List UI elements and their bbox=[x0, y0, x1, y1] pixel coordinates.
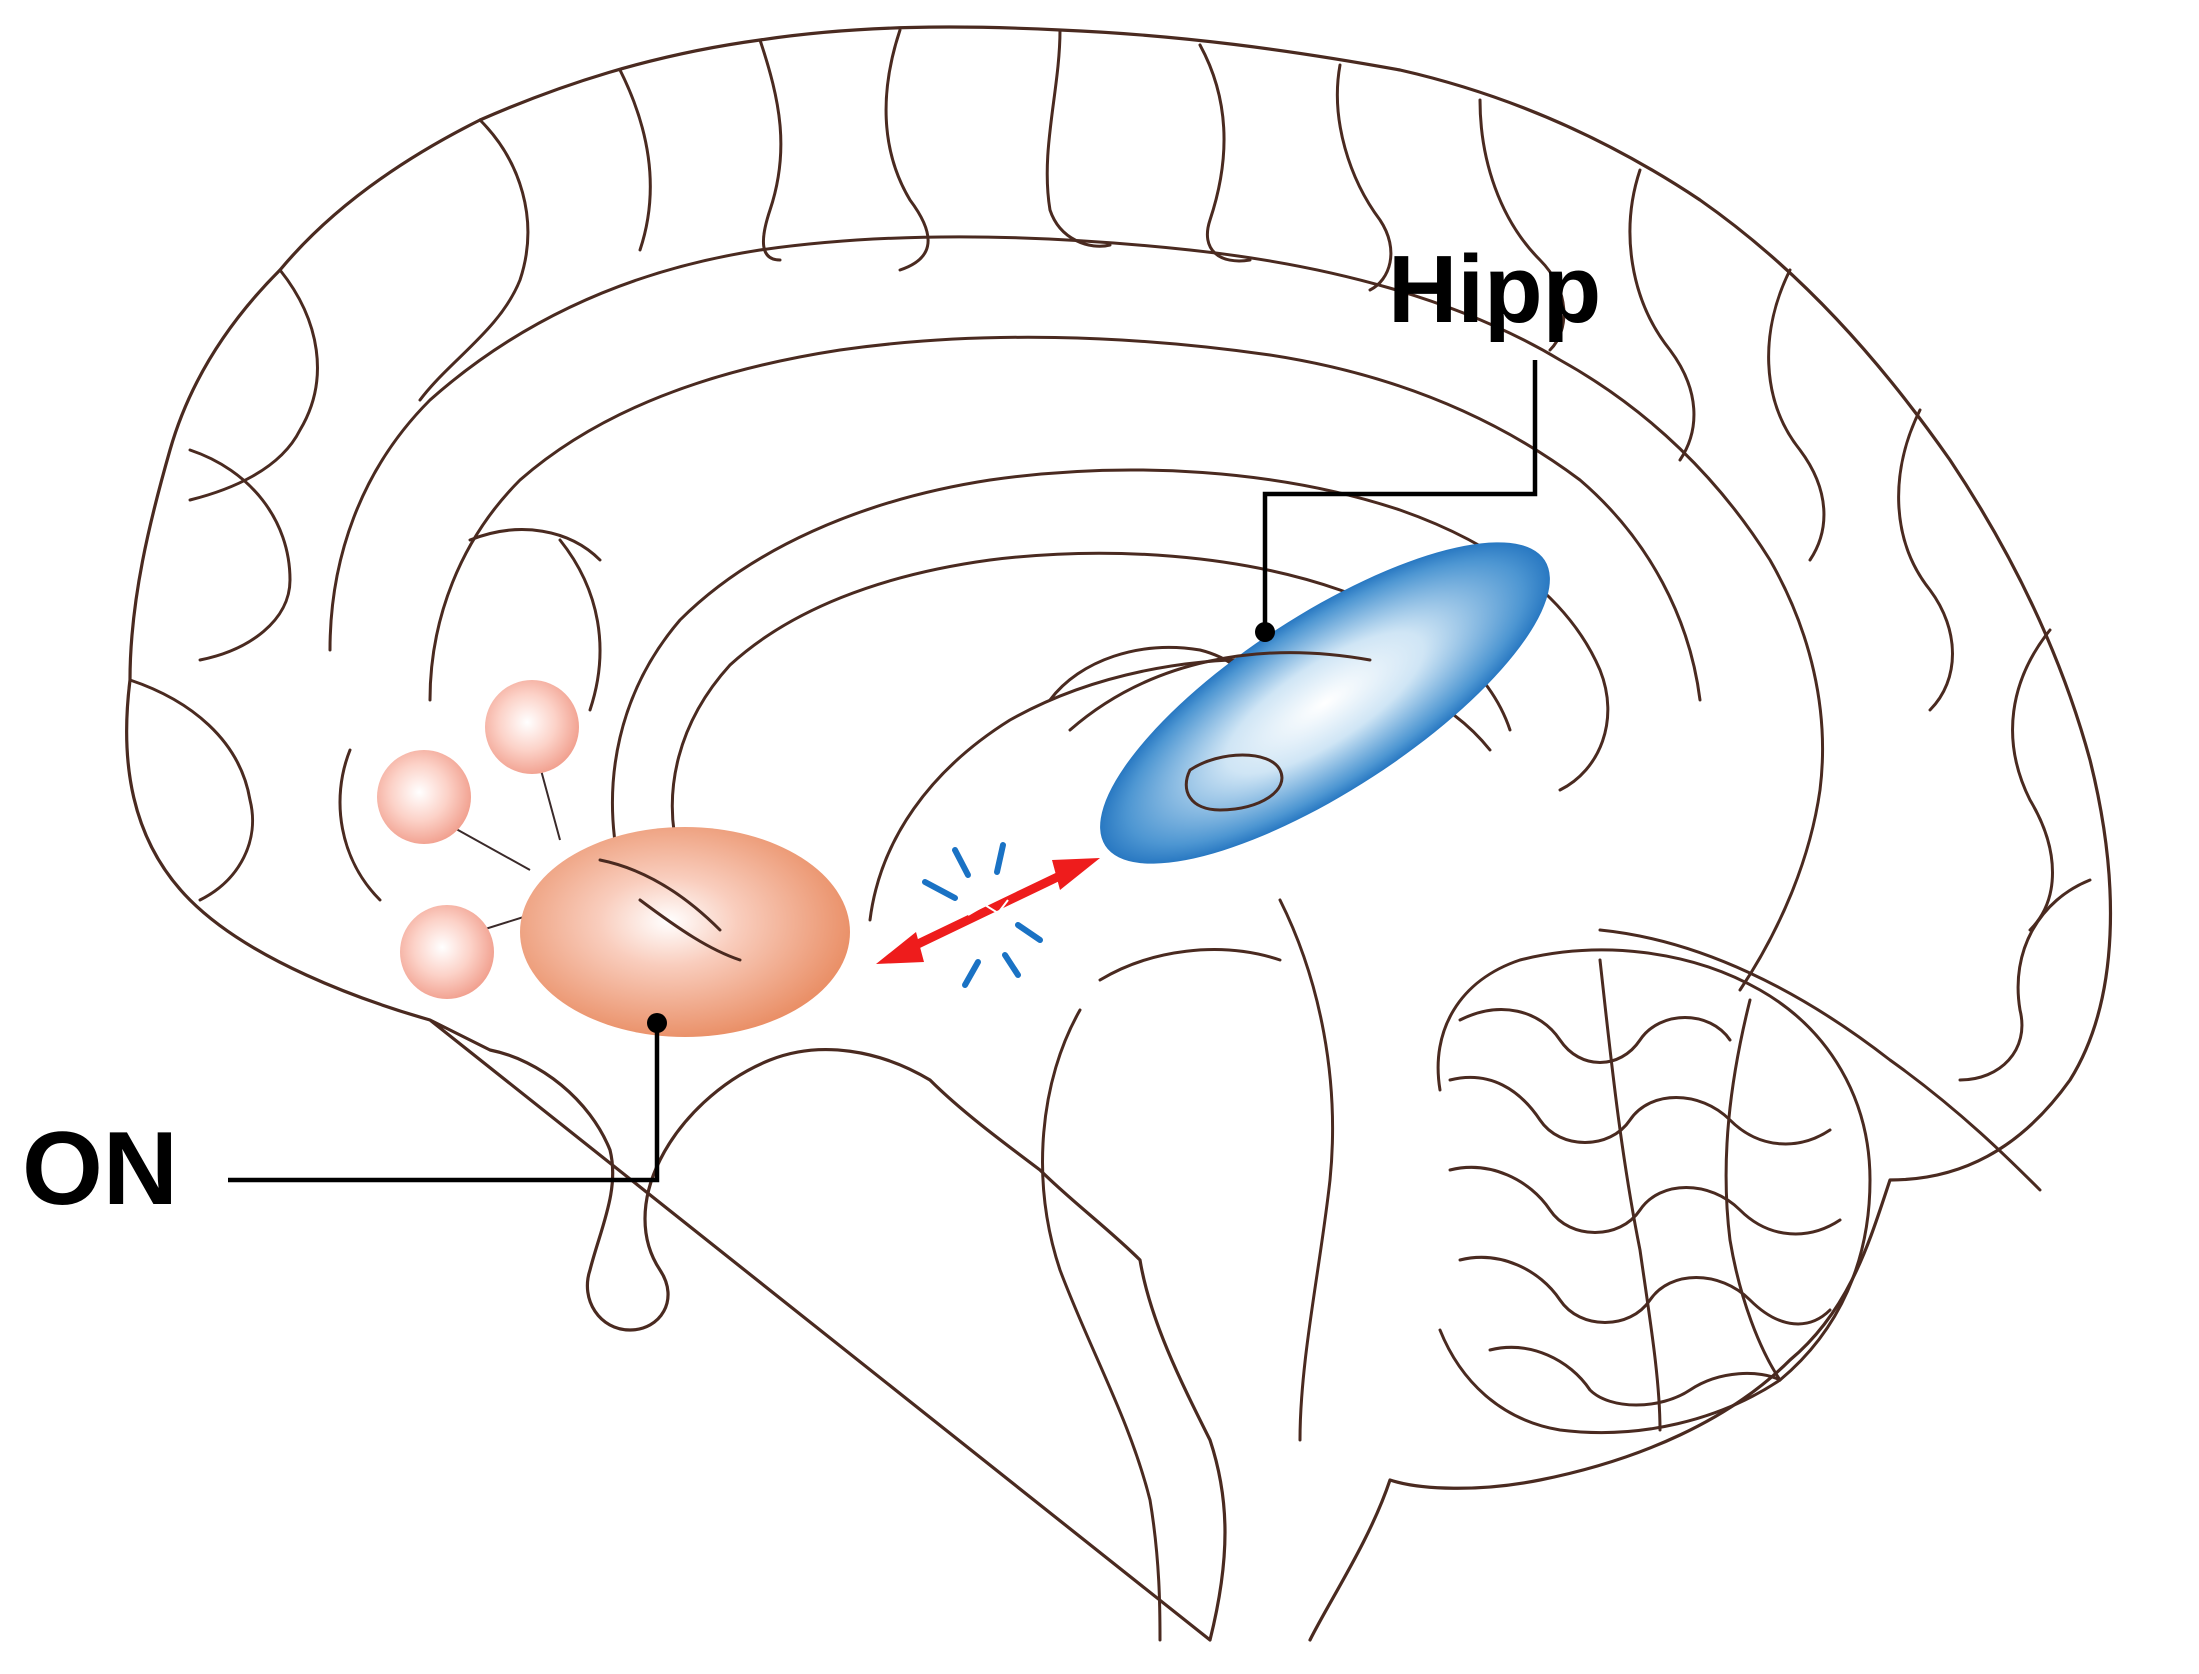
arrowhead-right bbox=[1052, 858, 1100, 890]
brain-outline bbox=[125, 25, 2113, 1642]
hipp-ellipse bbox=[1100, 542, 1550, 864]
on-leader bbox=[228, 1013, 667, 1183]
connection-arrow bbox=[876, 858, 1100, 964]
hipp-leader-dot bbox=[1255, 622, 1275, 642]
on-region bbox=[377, 680, 850, 1037]
on-leader-dot bbox=[647, 1013, 667, 1033]
hipp-leader bbox=[1255, 360, 1538, 642]
on-satellite-1 bbox=[485, 680, 579, 774]
on-satellite-2 bbox=[377, 750, 471, 844]
hipp-label: Hipp bbox=[1388, 236, 1601, 343]
cortex-folds bbox=[128, 28, 2092, 1642]
disruption-marks bbox=[922, 842, 1043, 988]
on-label: ON bbox=[22, 1111, 178, 1227]
on-satellite-3 bbox=[400, 905, 494, 999]
hipp-region bbox=[1068, 542, 1550, 864]
arrowhead-left bbox=[876, 932, 924, 964]
